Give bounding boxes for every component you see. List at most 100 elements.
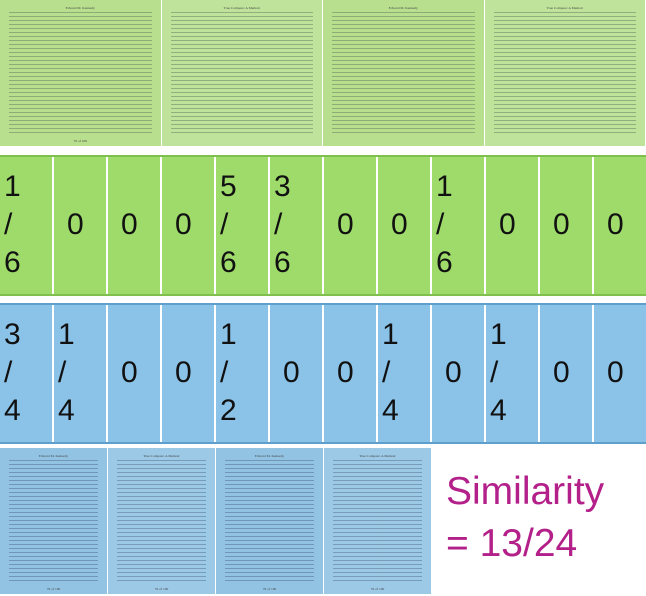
blue-row-cell: 1/4 <box>378 305 432 442</box>
page-footer: 76 of 100 <box>216 587 323 591</box>
blue-row-cell: 0 <box>594 305 646 442</box>
zero-value: 0 <box>499 207 516 243</box>
blue-row-cell: 3/4 <box>0 305 54 442</box>
zero-value: 0 <box>337 207 354 243</box>
fraction-slash: / <box>58 355 75 393</box>
fraction-denominator: 6 <box>4 245 21 283</box>
fraction-slash: / <box>436 207 453 245</box>
fraction-numerator: 1 <box>58 317 75 355</box>
zero-value: 0 <box>553 355 570 391</box>
page-text-lines <box>494 12 637 134</box>
fraction: 1/6 <box>4 169 21 283</box>
green-row-cell: 0 <box>378 157 432 294</box>
zero-value: 0 <box>283 355 300 391</box>
top-page-3: Edward M. Kennedy <box>323 0 484 146</box>
fraction: 1/2 <box>220 317 237 431</box>
green-row-cell: 0 <box>324 157 378 294</box>
bottom-page-3: Edward M. Kennedy 76 of 100 <box>216 448 323 594</box>
top-page-strip: Edward M. Kennedy 76 of 100 True Compass… <box>0 0 646 146</box>
page-text-lines <box>9 12 152 134</box>
page-text-lines <box>9 460 98 582</box>
bottom-page-strip: Edward M. Kennedy 76 of 100 True Compass… <box>0 448 432 594</box>
fraction-numerator: 1 <box>436 169 453 207</box>
fraction-slash: / <box>490 355 507 393</box>
bottom-page-2: True Compass: A Memoir 76 of 100 <box>108 448 215 594</box>
green-row-cell: 0 <box>486 157 540 294</box>
zero-value: 0 <box>175 355 192 391</box>
fraction-denominator: 6 <box>274 245 291 283</box>
fraction-denominator: 2 <box>220 393 237 431</box>
green-row-cell: 1/6 <box>432 157 486 294</box>
fraction-numerator: 1 <box>382 317 399 355</box>
fraction: 3/4 <box>4 317 21 431</box>
page-text-lines <box>171 12 314 134</box>
similarity-value: = 13/24 <box>446 518 642 570</box>
blue-row-cell: 0 <box>162 305 216 442</box>
zero-value: 0 <box>67 207 84 243</box>
top-page-1: Edward M. Kennedy 76 of 100 <box>0 0 161 146</box>
blue-row-cell: 0 <box>108 305 162 442</box>
fraction-numerator: 1 <box>490 317 507 355</box>
zero-value: 0 <box>337 355 354 391</box>
fraction: 1/6 <box>436 169 453 283</box>
fraction-numerator: 5 <box>220 169 237 207</box>
fraction-denominator: 4 <box>490 393 507 431</box>
fraction-slash: / <box>4 207 21 245</box>
green-row-cell: 0 <box>540 157 594 294</box>
green-row-cell: 1/6 <box>0 157 54 294</box>
fraction-numerator: 1 <box>4 169 21 207</box>
fraction-numerator: 3 <box>4 317 21 355</box>
page-text-lines <box>333 460 422 582</box>
green-row-cell: 0 <box>162 157 216 294</box>
fraction-numerator: 3 <box>274 169 291 207</box>
blue-row-cell: 0 <box>270 305 324 442</box>
blue-row-cell: 0 <box>540 305 594 442</box>
fraction-denominator: 6 <box>220 245 237 283</box>
fraction: 5/6 <box>220 169 237 283</box>
green-fingerprint-row: 1/60005/63/6001/6000 <box>0 155 646 296</box>
blue-row-cell: 1/4 <box>54 305 108 442</box>
fraction-numerator: 1 <box>220 317 237 355</box>
page-footer: 76 of 100 <box>0 587 107 591</box>
zero-value: 0 <box>553 207 570 243</box>
similarity-label: Similarity = 13/24 <box>446 466 642 570</box>
zero-value: 0 <box>607 355 624 391</box>
page-footer: 76 of 100 <box>108 587 215 591</box>
blue-row-cell: 1/2 <box>216 305 270 442</box>
zero-value: 0 <box>175 207 192 243</box>
green-row-cell: 0 <box>594 157 646 294</box>
fraction: 3/6 <box>274 169 291 283</box>
zero-value: 0 <box>445 355 462 391</box>
green-row-cell: 0 <box>108 157 162 294</box>
fraction-denominator: 4 <box>4 393 21 431</box>
zero-value: 0 <box>121 207 138 243</box>
fraction: 1/4 <box>58 317 75 431</box>
top-page-4: True Compass: A Memoir <box>485 0 646 146</box>
green-row-cell: 3/6 <box>270 157 324 294</box>
bottom-page-4: True Compass: A Memoir 76 of 100 <box>324 448 431 594</box>
fraction-denominator: 4 <box>58 393 75 431</box>
fraction-denominator: 4 <box>382 393 399 431</box>
similarity-title: Similarity <box>446 466 642 518</box>
fraction-denominator: 6 <box>436 245 453 283</box>
green-row-cell: 0 <box>54 157 108 294</box>
fraction-slash: / <box>4 355 21 393</box>
zero-value: 0 <box>607 207 624 243</box>
page-text-lines <box>117 460 206 582</box>
page-footer: 76 of 100 <box>0 139 161 143</box>
page-footer: 76 of 100 <box>324 587 431 591</box>
blue-row-cell: 0 <box>324 305 378 442</box>
fraction-slash: / <box>220 207 237 245</box>
bottom-page-1: Edward M. Kennedy 76 of 100 <box>0 448 107 594</box>
fraction-slash: / <box>220 355 237 393</box>
fraction-slash: / <box>382 355 399 393</box>
green-row-cell: 5/6 <box>216 157 270 294</box>
page-text-lines <box>225 460 314 582</box>
zero-value: 0 <box>121 355 138 391</box>
top-page-2: True Compass: A Memoir <box>162 0 323 146</box>
fraction: 1/4 <box>490 317 507 431</box>
page-text-lines <box>332 12 475 134</box>
blue-row-cell: 1/4 <box>486 305 540 442</box>
fraction: 1/4 <box>382 317 399 431</box>
